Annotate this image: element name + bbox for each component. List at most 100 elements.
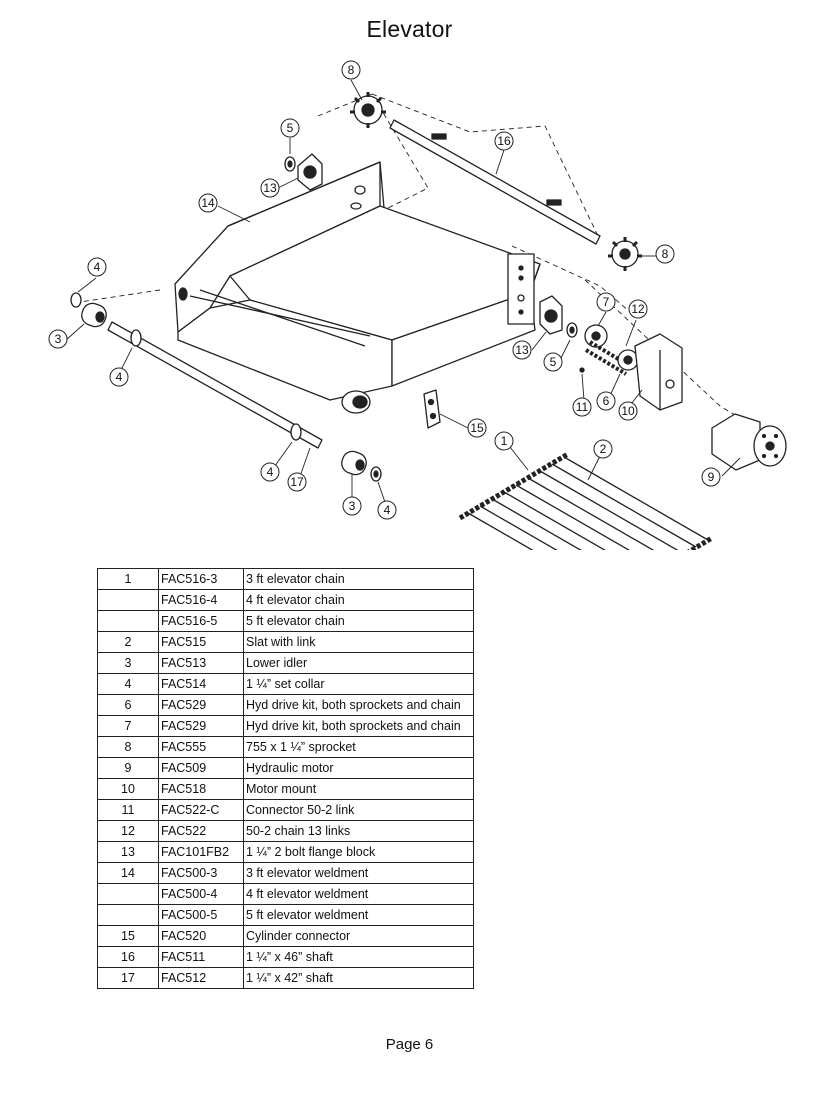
elevator-weldment	[174, 161, 541, 414]
drive-sprockets	[579, 324, 639, 376]
item-number	[97, 589, 159, 611]
page-title: Elevator	[366, 16, 453, 42]
cylinder-connector	[423, 389, 441, 429]
item-number: 11	[97, 799, 159, 821]
callout-label: 12	[631, 302, 645, 316]
item-number: 8	[97, 736, 159, 758]
part-description: Slat with link	[243, 631, 474, 653]
callout-label: 2	[600, 442, 607, 456]
motor-mount	[634, 333, 683, 411]
upper-shaft	[389, 119, 601, 245]
item-number: 2	[97, 631, 159, 653]
callout-label: 5	[287, 121, 294, 135]
callout-label: 14	[201, 196, 215, 210]
part-number: FAC516-3	[158, 568, 244, 590]
callout-label: 4	[384, 503, 391, 517]
callout-label: 5	[550, 355, 557, 369]
part-number: FAC101FB2	[158, 841, 244, 863]
part-description: 1 ¼” x 42” shaft	[243, 967, 474, 989]
callout-label: 10	[621, 404, 635, 418]
page-number: Page 6	[385, 1036, 434, 1053]
part-number: FAC512	[158, 967, 244, 989]
callout-label: 13	[263, 181, 277, 195]
callout-label: 15	[470, 421, 484, 435]
part-number: FAC529	[158, 694, 244, 716]
item-number: 12	[97, 820, 159, 842]
upper-sprocket-right	[608, 237, 642, 271]
part-description: Connector 50-2 link	[243, 799, 474, 821]
callout-label: 8	[348, 63, 355, 77]
item-number: 16	[97, 946, 159, 968]
part-description: Hydraulic motor	[243, 757, 474, 779]
part-description: Cylinder connector	[243, 925, 474, 947]
callout-label: 11	[576, 400, 589, 414]
callout-label: 3	[55, 332, 62, 346]
part-description: Hyd drive kit, both sprockets and chain	[243, 715, 474, 737]
part-number: FAC555	[158, 736, 244, 758]
callout-label: 1	[501, 434, 508, 448]
callout-label: 4	[116, 370, 123, 384]
part-description: 1 ¼” 2 bolt flange block	[243, 841, 474, 863]
flange-block-upper	[284, 153, 323, 191]
item-number	[97, 883, 159, 905]
lower-shaft	[70, 292, 382, 482]
callout-label: 8	[662, 247, 669, 261]
part-description: 1 ¼” x 46” shaft	[243, 946, 474, 968]
item-number: 9	[97, 757, 159, 779]
part-number: FAC500-5	[158, 904, 244, 926]
item-number: 3	[97, 652, 159, 674]
part-number: FAC520	[158, 925, 244, 947]
part-description: 4 ft elevator weldment	[243, 883, 474, 905]
item-number: 6	[97, 694, 159, 716]
part-number: FAC529	[158, 715, 244, 737]
item-number: 1	[97, 568, 159, 590]
upper-sprocket-left	[350, 92, 386, 128]
callout-label: 16	[497, 134, 511, 148]
item-number	[97, 904, 159, 926]
part-number: FAC500-4	[158, 883, 244, 905]
item-number: 14	[97, 862, 159, 884]
callout-label: 13	[515, 343, 529, 357]
part-description: 755 x 1 ¼” sprocket	[243, 736, 474, 758]
part-description: 3 ft elevator weldment	[243, 862, 474, 884]
part-number: FAC511	[158, 946, 244, 968]
part-description: 4 ft elevator chain	[243, 589, 474, 611]
part-number: FAC513	[158, 652, 244, 674]
flange-block-lower	[539, 295, 578, 338]
part-number: FAC500-3	[158, 862, 244, 884]
item-number: 4	[97, 673, 159, 695]
callout-label: 6	[603, 394, 610, 408]
callout-label: 3	[349, 499, 356, 513]
item-number: 15	[97, 925, 159, 947]
part-description: 1 ¼” set collar	[243, 673, 474, 695]
part-number: FAC522-C	[158, 799, 244, 821]
item-number: 13	[97, 841, 159, 863]
part-description: Hyd drive kit, both sprockets and chain	[243, 694, 474, 716]
elevator-chain-and-slats	[458, 451, 714, 550]
item-number: 7	[97, 715, 159, 737]
part-number: FAC516-4	[158, 589, 244, 611]
callout-label: 17	[290, 475, 304, 489]
part-description: 5 ft elevator weldment	[243, 904, 474, 926]
part-description: Lower idler	[243, 652, 474, 674]
item-number: 10	[97, 778, 159, 800]
part-number: FAC522	[158, 820, 244, 842]
exploded-view-diagram: 8 5 13 16 14 8 4 3 7 12 13 5 4 11 6 10 1…	[0, 50, 819, 550]
